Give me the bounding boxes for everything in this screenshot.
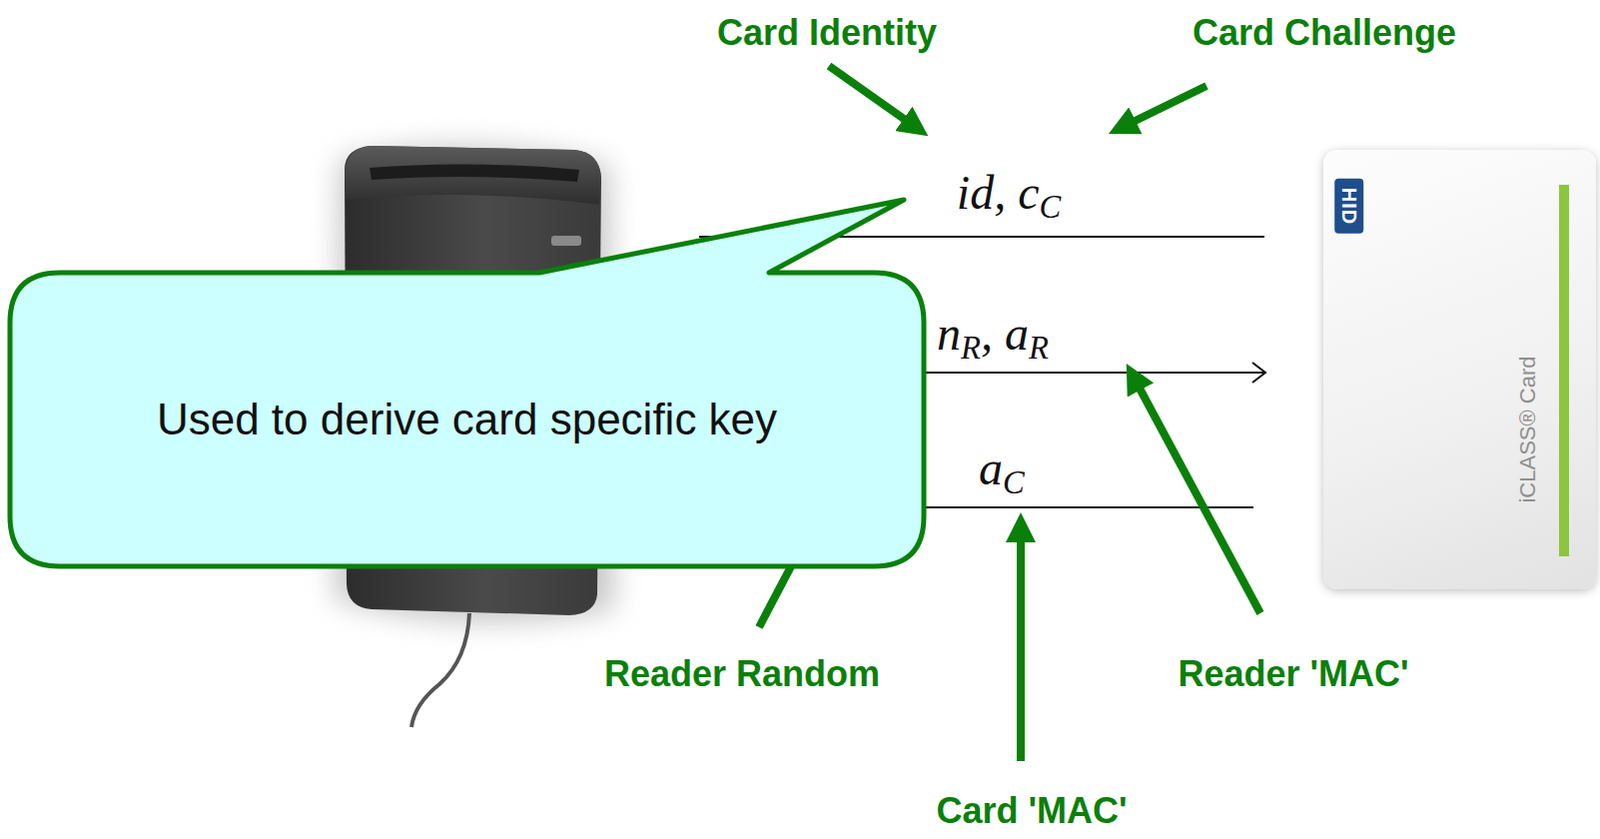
symbol-text: id, c [956, 165, 1040, 219]
annotation-label: Reader 'MAC' [1177, 653, 1409, 696]
message-label: id, cC [956, 164, 1061, 220]
symbol-text: a [978, 441, 1003, 495]
reader-lid [344, 145, 602, 205]
message-label: nR, aR [936, 305, 1049, 361]
iclass-card: HID iCLASS® Card [1323, 149, 1597, 590]
annotation-label: Card Identity [717, 11, 937, 54]
subscript: R [1028, 329, 1049, 366]
subscript: C [1002, 464, 1025, 501]
leader-arrow [1130, 371, 1261, 614]
subscript: C [1038, 188, 1061, 225]
card-brand-text: iCLASS® Card [1515, 355, 1542, 503]
reader-slot [369, 163, 580, 182]
callout-text: Used to derive card specific key [156, 394, 778, 445]
callout-shape [9, 199, 924, 567]
symbol-text: n [936, 306, 961, 360]
callout-bubble: Used to derive card specific key [9, 272, 924, 567]
leader-arrow [828, 65, 921, 131]
message-label: aC [978, 440, 1025, 496]
reader-button [551, 235, 582, 246]
leader-arrow [1016, 521, 1025, 762]
annotation-label: Card Challenge [1192, 11, 1457, 54]
hid-logo: HID [1335, 177, 1365, 233]
annotation-label: Card 'MAC' [935, 790, 1127, 832]
symbol-text: , a [980, 306, 1029, 360]
reader-cable [411, 613, 470, 728]
leader-arrow [1116, 85, 1207, 130]
message-arrowhead [1252, 362, 1266, 383]
card-stripe [1559, 184, 1570, 557]
subscript: R [960, 329, 981, 366]
annotation-label: Reader Random [604, 653, 880, 696]
